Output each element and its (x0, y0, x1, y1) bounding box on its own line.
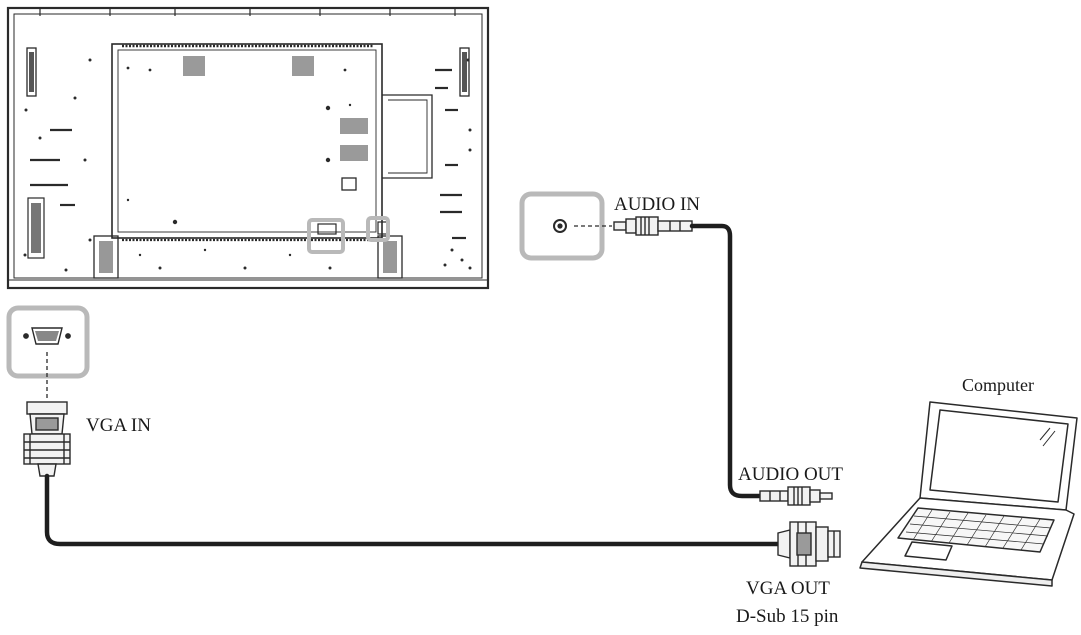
audio-out-plug-icon (759, 486, 833, 506)
audio-in-label: AUDIO IN (614, 194, 700, 215)
vga-out-label: VGA OUT (746, 578, 830, 599)
laptop-icon (859, 401, 1078, 587)
display-rear-panel-icon (6, 6, 490, 290)
vga-out-connector-icon (777, 521, 841, 567)
audio-port-highlight-small (366, 216, 390, 242)
vga-in-label: VGA IN (86, 415, 151, 436)
audio-cable (689, 223, 763, 499)
vga-in-connector-icon (23, 401, 71, 477)
computer-label: Computer (962, 375, 1034, 395)
audio-out-label: AUDIO OUT (738, 464, 843, 485)
vga-port-highlight-small (307, 218, 345, 254)
vga-port-icon (23, 327, 71, 345)
audio-jack-port-icon (553, 219, 567, 233)
vga-cable (44, 473, 781, 547)
vga-port-highlight (6, 305, 90, 379)
dsub-label: D-Sub 15 pin (736, 606, 839, 627)
audio-in-plug-icon (613, 216, 693, 236)
